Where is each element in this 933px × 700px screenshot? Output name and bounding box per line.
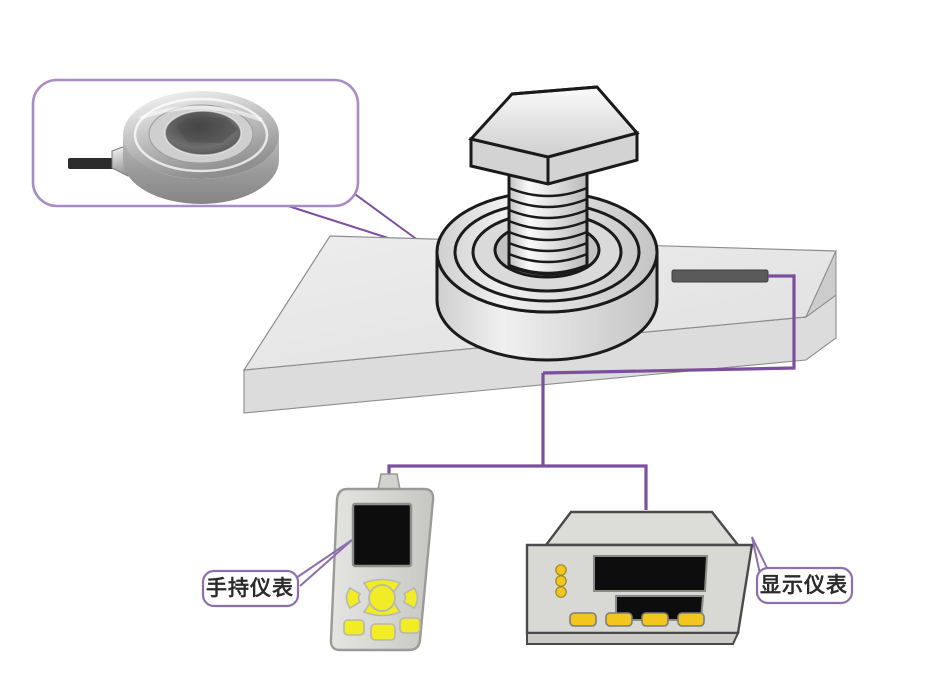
handheld-button-2[interactable] bbox=[370, 623, 396, 641]
display-label-box bbox=[755, 566, 854, 605]
photo-cable bbox=[68, 158, 114, 169]
handheld-dpad[interactable] bbox=[345, 578, 419, 617]
display-button-4[interactable] bbox=[677, 612, 705, 627]
photo-body-side bbox=[123, 135, 279, 204]
status-led-3 bbox=[555, 586, 567, 598]
handheld-meter[interactable] bbox=[329, 473, 435, 652]
display-meter-top bbox=[543, 510, 741, 547]
display-meter[interactable] bbox=[525, 510, 754, 645]
display-button-1[interactable] bbox=[569, 612, 597, 627]
handheld-connector bbox=[377, 473, 401, 491]
bolt-head-top bbox=[468, 85, 640, 159]
display-label-text: 显示仪表 bbox=[760, 573, 848, 597]
cable-to-display bbox=[543, 464, 648, 510]
dpad-right-button[interactable] bbox=[402, 586, 419, 610]
handheld-button-3[interactable] bbox=[399, 617, 421, 634]
signal-cable bbox=[387, 274, 796, 510]
handheld-button-1[interactable] bbox=[343, 619, 365, 636]
cable-to-handheld bbox=[387, 464, 543, 478]
photo-bore-highlight bbox=[164, 110, 242, 156]
load-cell-photo-inset bbox=[31, 78, 360, 208]
label-handheld-meter: 手持仪表 bbox=[201, 539, 353, 608]
dpad-left-button[interactable] bbox=[345, 586, 362, 610]
handheld-label-text: 手持仪表 bbox=[206, 576, 294, 600]
inset-photo bbox=[68, 91, 279, 204]
plate-right-edge bbox=[804, 250, 837, 319]
load-cell-cable-stub bbox=[671, 269, 769, 283]
status-led-1 bbox=[555, 564, 567, 576]
display-button-2[interactable] bbox=[605, 612, 633, 627]
handheld-label-leader bbox=[295, 539, 353, 587]
display-button-3[interactable] bbox=[641, 612, 669, 627]
bolt-head-edge bbox=[511, 85, 598, 96]
handheld-label-box bbox=[201, 569, 300, 608]
label-display-meter: 显示仪表 bbox=[751, 536, 854, 605]
hex-head-bolt bbox=[468, 85, 640, 276]
display-meter-base bbox=[526, 632, 740, 645]
photo-gloss bbox=[139, 105, 263, 122]
photo-ring-groove bbox=[133, 97, 269, 173]
cable-plate-run bbox=[542, 274, 796, 375]
handheld-lcd-screen[interactable] bbox=[351, 502, 413, 568]
display-screen-primary[interactable] bbox=[593, 555, 709, 592]
photo-bore-hex-shadow bbox=[176, 117, 238, 143]
display-label-leader bbox=[751, 536, 769, 575]
status-led-2 bbox=[555, 575, 567, 587]
dpad-center-button[interactable] bbox=[368, 584, 396, 612]
bolt-threads bbox=[508, 186, 588, 275]
